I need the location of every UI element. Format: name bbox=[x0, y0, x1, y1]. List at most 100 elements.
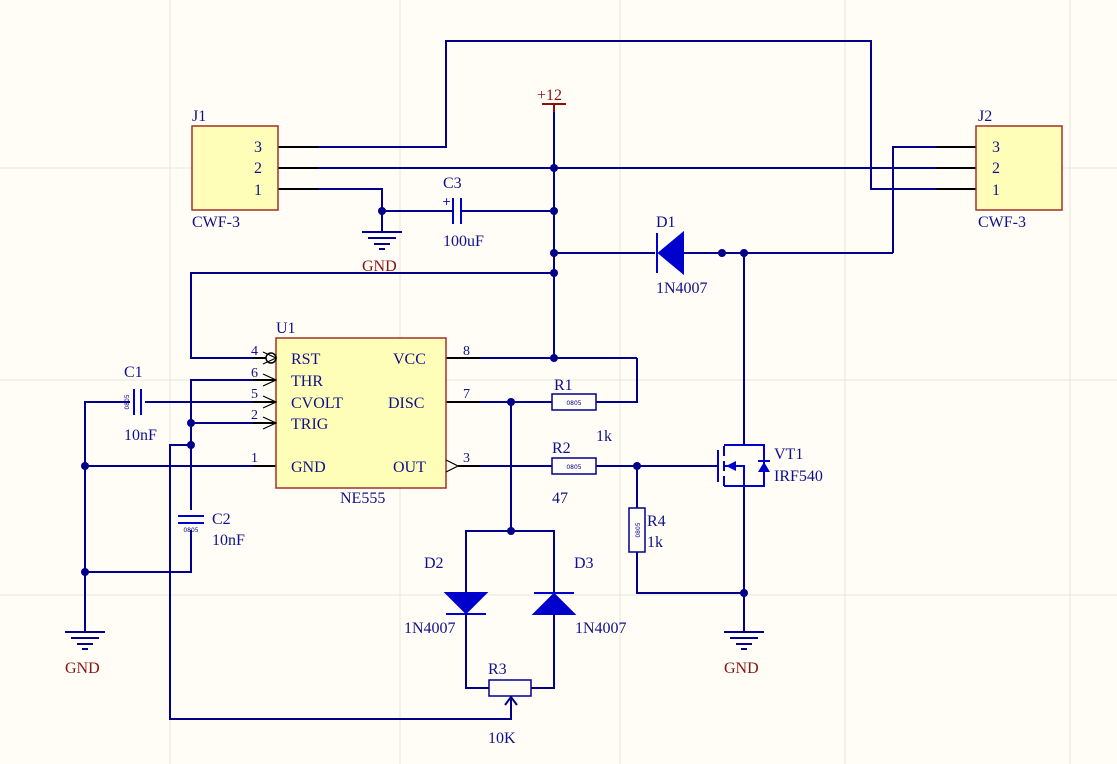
power-vcc: +12 bbox=[537, 87, 566, 112]
ic-designator: U1 bbox=[276, 320, 296, 337]
output-arrow-icon bbox=[445, 459, 460, 473]
c1-value: 10nF bbox=[124, 427, 157, 444]
junction-dot bbox=[507, 527, 515, 535]
ic-pin-number: 4 bbox=[251, 344, 258, 359]
j2-body bbox=[975, 125, 1063, 211]
j1-designator: J1 bbox=[192, 108, 206, 125]
junction-dot bbox=[81, 462, 89, 470]
capacitor-c1: 0805 C1 10nF bbox=[124, 364, 157, 444]
j1-body bbox=[191, 125, 279, 211]
c2-designator: C2 bbox=[212, 511, 231, 528]
junction-dot bbox=[550, 269, 558, 277]
gnd-label: GND bbox=[362, 258, 397, 275]
j2-designator: J2 bbox=[978, 108, 992, 125]
resistor-r4: 0805 R4 1k bbox=[628, 507, 666, 553]
ic-pin-name: DISC bbox=[388, 395, 424, 412]
r2-designator: R2 bbox=[552, 440, 571, 457]
gnd-symbol: GND bbox=[65, 631, 105, 677]
gnd-symbol: GND bbox=[362, 231, 402, 275]
junctions bbox=[81, 164, 748, 597]
r1-designator: R1 bbox=[554, 377, 573, 394]
r2-body bbox=[551, 457, 597, 475]
junction-dot bbox=[740, 249, 748, 257]
ic-pin-name: THR bbox=[291, 373, 323, 390]
j2-pin-label: 2 bbox=[992, 160, 1000, 177]
junction-dot bbox=[718, 249, 726, 257]
wiper-arrow-icon bbox=[504, 695, 518, 706]
j2-part: CWF-3 bbox=[978, 214, 1026, 231]
r4-designator: R4 bbox=[647, 513, 666, 530]
j1-pin-label: 2 bbox=[254, 160, 262, 177]
junction-dot bbox=[187, 419, 195, 427]
input-arrow-icon bbox=[262, 395, 278, 409]
channel-arrow-icon bbox=[726, 461, 736, 471]
connector-j1: J1 CWF-3 3 2 1 bbox=[191, 108, 279, 231]
r1-body bbox=[551, 393, 597, 411]
ic-pin-number: 3 bbox=[463, 451, 470, 466]
ic-pin-name: CVOLT bbox=[291, 395, 343, 412]
vt1-part: IRF540 bbox=[774, 468, 823, 485]
r4-package: 0805 bbox=[635, 522, 642, 537]
junction-dot bbox=[550, 249, 558, 257]
j1-part: CWF-3 bbox=[192, 214, 240, 231]
c3-designator: C3 bbox=[443, 175, 462, 192]
diode-triangle-icon bbox=[443, 592, 489, 615]
input-arrow-icon bbox=[262, 416, 278, 430]
d2-part: 1N4007 bbox=[404, 620, 456, 637]
potentiometer-r3: R3 10K bbox=[488, 661, 532, 747]
junction-dot bbox=[740, 589, 748, 597]
diode-d2: D2 1N4007 bbox=[404, 555, 489, 637]
j2-pin-label: 3 bbox=[992, 139, 1000, 156]
gnd-symbol: GND bbox=[724, 631, 764, 677]
ic-pin-name: TRIG bbox=[291, 416, 329, 433]
r4-value: 1k bbox=[647, 534, 663, 551]
d2-designator: D2 bbox=[424, 555, 444, 572]
capacitor-c2: 0805 C2 10nF bbox=[178, 511, 245, 549]
vcc-label: +12 bbox=[537, 87, 562, 104]
plus-icon: + bbox=[442, 195, 451, 208]
resistor-r2: 0805 R2 47 bbox=[551, 440, 597, 507]
ic-pin-number: 5 bbox=[251, 387, 258, 402]
input-arrow-icon bbox=[262, 351, 278, 365]
vt1-designator: VT1 bbox=[774, 446, 803, 463]
j1-pin-label: 3 bbox=[254, 139, 262, 156]
body-diode-icon bbox=[758, 462, 770, 472]
r3-body bbox=[488, 679, 532, 697]
ic-pin-name: RST bbox=[291, 351, 321, 368]
d1-part: 1N4007 bbox=[656, 280, 708, 297]
junction-dot bbox=[378, 207, 386, 215]
junction-dot bbox=[187, 441, 195, 449]
c2-value: 10nF bbox=[212, 532, 245, 549]
junction-dot bbox=[81, 568, 89, 576]
junction-dot bbox=[633, 462, 641, 470]
c2-package: 0805 bbox=[183, 527, 198, 534]
ic-pin-name: OUT bbox=[393, 459, 426, 476]
diode-d3: D3 1N4007 bbox=[531, 555, 627, 637]
capacitor-c3: + C3 100uF bbox=[440, 175, 484, 250]
connector-j2: J2 CWF-3 3 2 1 bbox=[975, 108, 1063, 231]
j2-pin-label: 1 bbox=[992, 182, 1000, 199]
ic-pin-number: 2 bbox=[251, 408, 258, 423]
gnd-label: GND bbox=[65, 660, 100, 677]
r3-value: 10K bbox=[488, 730, 516, 747]
r2-package: 0805 bbox=[566, 464, 581, 471]
r2-value: 47 bbox=[552, 490, 568, 507]
ic-pin-name: VCC bbox=[393, 351, 426, 368]
junction-dot bbox=[550, 164, 558, 172]
d1-designator: D1 bbox=[656, 214, 676, 231]
j1-pin-label: 1 bbox=[254, 182, 262, 199]
c1-designator: C1 bbox=[124, 364, 143, 381]
diode-d1: D1 1N4007 bbox=[656, 214, 708, 297]
mosfet-vt1: VT1 IRF540 bbox=[717, 444, 823, 487]
r1-value: 1k bbox=[596, 428, 612, 445]
r1-package: 0805 bbox=[566, 400, 581, 407]
ic-pin-number: 6 bbox=[251, 366, 258, 381]
input-arrow-icon bbox=[262, 373, 278, 387]
r3-designator: R3 bbox=[488, 661, 507, 678]
junction-dot bbox=[550, 207, 558, 215]
resistor-r1: 0805 R1 1k bbox=[551, 377, 612, 445]
pin-stubs bbox=[253, 146, 976, 467]
ic-ne555: U1 NE555 RST THR CVOLT TRIG GND 4 6 5 2 … bbox=[251, 320, 470, 507]
ic-pin-number: 7 bbox=[463, 387, 470, 402]
